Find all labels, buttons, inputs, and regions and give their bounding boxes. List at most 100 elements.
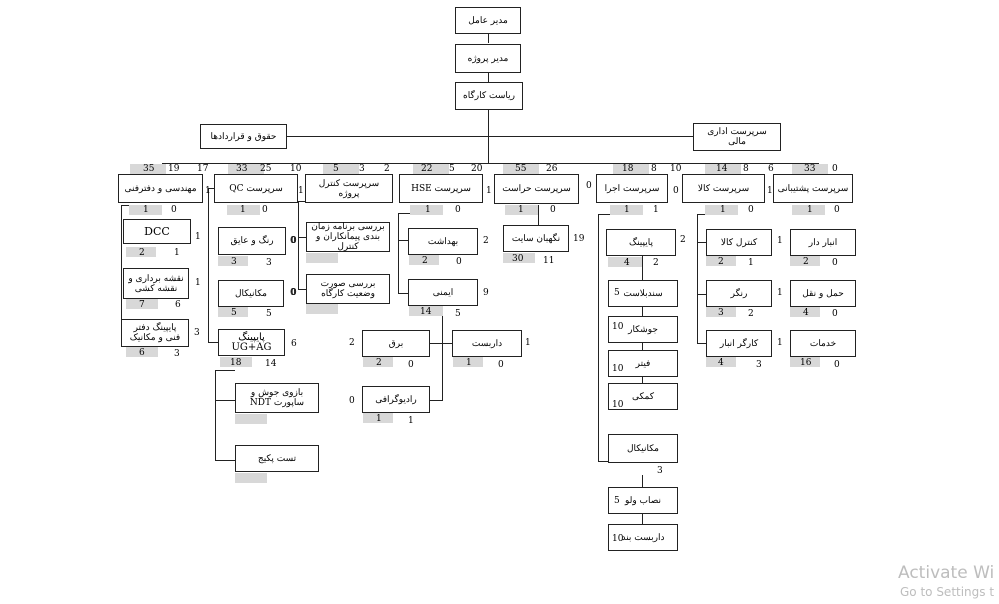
site-guard-side: 19 xyxy=(573,234,585,244)
site-guard-g1: 30 xyxy=(512,254,524,264)
number-bar xyxy=(608,257,642,267)
electric-g2: 0 xyxy=(408,360,414,370)
number-bar xyxy=(790,307,820,317)
dcc-side: 1 xyxy=(195,232,201,242)
connector xyxy=(162,163,818,164)
connector xyxy=(298,237,306,238)
number-bar xyxy=(409,306,443,316)
electric-box: برق xyxy=(362,330,430,357)
project-manager-box: مدیر پروژه xyxy=(455,44,521,73)
activation-watermark-title: Activate Wi xyxy=(898,563,995,583)
guard-count-2: 26 xyxy=(546,164,558,174)
scaffolder-box: داربست بند xyxy=(608,524,678,551)
goods-count-2: 8 xyxy=(743,164,749,174)
radiography-g2: 1 xyxy=(408,416,414,426)
connector xyxy=(697,294,707,295)
number-bar xyxy=(503,164,539,174)
number-bar xyxy=(227,205,260,215)
safety-box: ایمنی xyxy=(408,279,478,306)
number-bar xyxy=(220,357,252,367)
helper-num: 10 xyxy=(612,400,624,410)
exec-g2: 1 xyxy=(653,205,659,215)
number-bar xyxy=(792,164,828,174)
connector xyxy=(208,188,209,342)
exec-g1: 1 xyxy=(624,205,630,215)
scaffold-g2: 0 xyxy=(498,360,504,370)
qc-g2: 0 xyxy=(262,205,268,215)
scaffolder-num: 10 xyxy=(612,534,624,544)
number-bar xyxy=(323,164,359,174)
transport-g2: 0 xyxy=(832,309,838,319)
piping-office-g2: 3 xyxy=(174,349,180,359)
exec-mech-num: 3 xyxy=(657,466,663,476)
connector xyxy=(598,461,608,462)
goods-side-num: 1 xyxy=(767,186,773,196)
painter-side: 1 xyxy=(777,288,783,298)
connector xyxy=(442,305,443,400)
qc-piping-g1: 18 xyxy=(230,358,242,368)
painter-g1: 3 xyxy=(718,308,724,318)
number-bar xyxy=(706,357,736,367)
guard-dept-box: سرپرست حراست xyxy=(494,174,579,204)
connector xyxy=(598,214,599,461)
fitter-box: فیتر xyxy=(608,350,678,377)
scaffold-g1: 1 xyxy=(466,358,472,368)
qc-piping-g2: 14 xyxy=(265,359,277,369)
painter-box: رنگر xyxy=(706,280,772,307)
package-test-box: تست پکیج xyxy=(235,445,319,472)
goods-g2: 0 xyxy=(748,205,754,215)
exec-piping-side: 2 xyxy=(680,235,686,245)
welder-box: جوشکار xyxy=(608,316,678,343)
services-g2: 0 xyxy=(834,360,840,370)
connector xyxy=(398,213,399,293)
number-bar xyxy=(126,299,158,309)
sandblast-num: 5 xyxy=(614,288,620,298)
safety-side: 9 xyxy=(483,288,489,298)
support-count-2: 0 xyxy=(832,164,838,174)
services-box: خدمات xyxy=(790,330,856,357)
paint-g2: 3 xyxy=(266,258,272,268)
control-count-3: 2 xyxy=(384,164,390,174)
eng-count-2: 19 xyxy=(168,164,180,174)
qc-mech-g1: 5 xyxy=(231,308,237,318)
health-g1: 2 xyxy=(422,256,428,266)
qc-count-3: 10 xyxy=(290,164,302,174)
exec-count-2: 8 xyxy=(651,164,657,174)
schedule-review-box: بررسی برنامه زمان بندی پیمانکاران و کنتر… xyxy=(306,222,390,252)
hse-g1: 1 xyxy=(425,205,431,215)
painter-g2: 2 xyxy=(748,309,754,319)
number-bar xyxy=(790,357,820,367)
qc-count-2: 25 xyxy=(260,164,272,174)
transport-box: حمل و نقل xyxy=(790,280,856,307)
exec-dept-box: سرپرست اجرا xyxy=(596,174,668,203)
number-bar xyxy=(126,347,158,357)
guard-g1: 1 xyxy=(518,205,524,215)
connector xyxy=(215,370,235,371)
connector xyxy=(538,205,539,225)
number-bar xyxy=(409,255,439,265)
exec-count-3: 10 xyxy=(670,164,682,174)
number-bar xyxy=(706,256,736,266)
exec-mech-box: مکانیکال xyxy=(608,434,678,463)
number-bar xyxy=(505,205,538,215)
support-count-1: 33 xyxy=(804,164,816,174)
eng-dept-box: مهندسی و دفترفنی xyxy=(118,174,203,203)
qc-dept-box: سرپرست QC xyxy=(214,174,298,203)
connector xyxy=(215,400,235,401)
hse-count-2: 5 xyxy=(449,164,455,174)
survey-g1: 7 xyxy=(139,300,145,310)
dcc-box: DCC xyxy=(123,219,191,244)
exec-piping-box: پایپینگ xyxy=(606,229,676,256)
connector xyxy=(488,73,489,82)
warehouse-worker-g1: 4 xyxy=(718,358,724,368)
helper-box: کمکی xyxy=(608,383,678,410)
site-guard-g2: 11 xyxy=(543,256,555,266)
paint-side: 0 xyxy=(291,236,297,246)
number-bar xyxy=(228,164,264,174)
safety-g2: 5 xyxy=(455,309,461,319)
qc-piping-side: 6 xyxy=(291,339,297,349)
number-bar xyxy=(129,205,162,215)
electric-g1: 2 xyxy=(376,358,382,368)
hse-count-1: 22 xyxy=(421,164,433,174)
number-bar xyxy=(130,164,166,174)
